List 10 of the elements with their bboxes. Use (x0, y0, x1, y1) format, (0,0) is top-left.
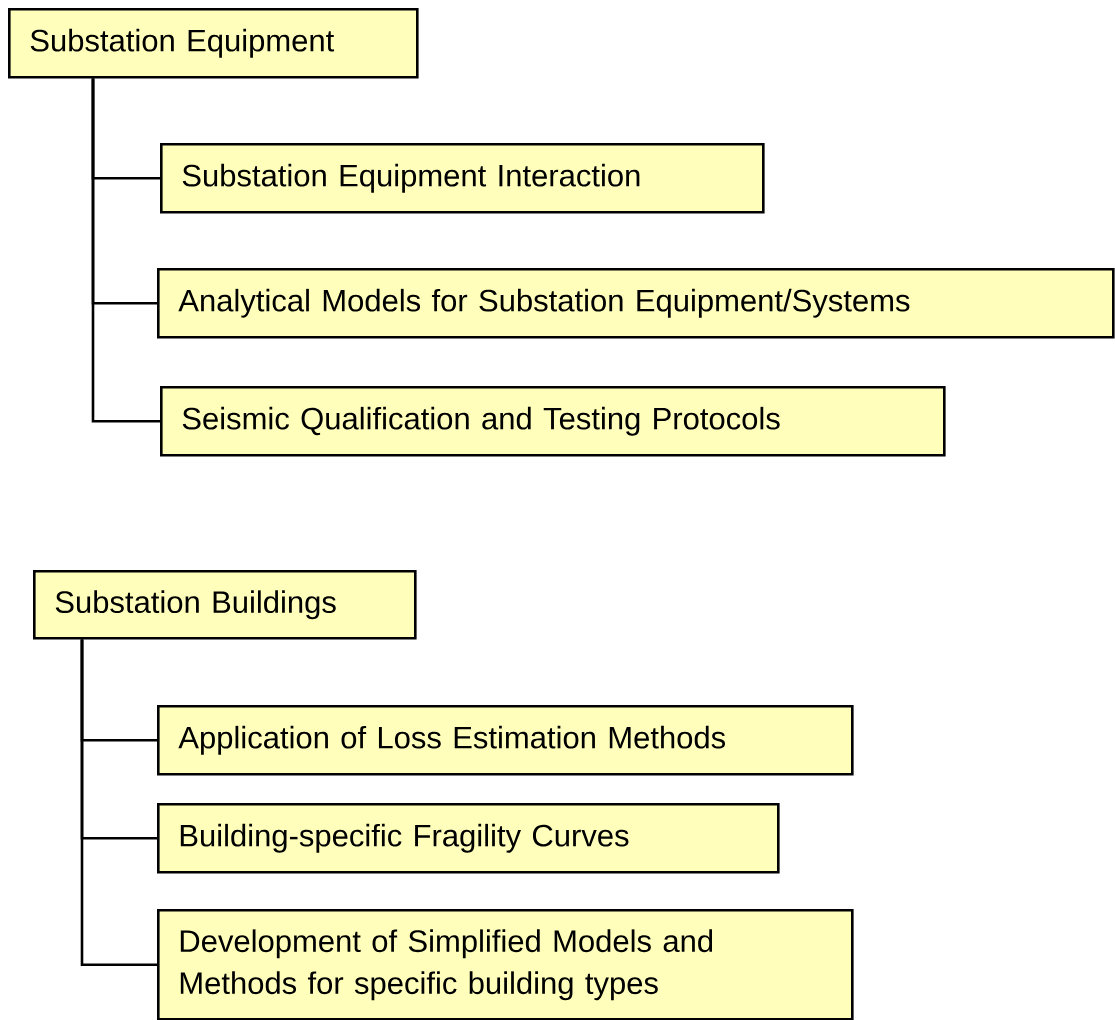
topic-box: Development of Simplified Models and Methods for specific building types (157, 909, 854, 1020)
connector-line (80, 639, 157, 967)
topic-box: Application of Loss Estimation Methods (157, 705, 854, 776)
connector-line (91, 78, 160, 423)
topic-box: Building-specific Fragility Curves (157, 803, 780, 874)
topic-box: Substation Equipment (8, 8, 419, 79)
topic-box: Seismic Qualification and Testing Protocols (160, 386, 946, 457)
topic-box: Substation Equipment Interaction (160, 143, 765, 214)
topic-box: Substation Buildings (33, 570, 417, 640)
topic-box: Analytical Models for Substation Equipment/Systems (157, 268, 1115, 339)
